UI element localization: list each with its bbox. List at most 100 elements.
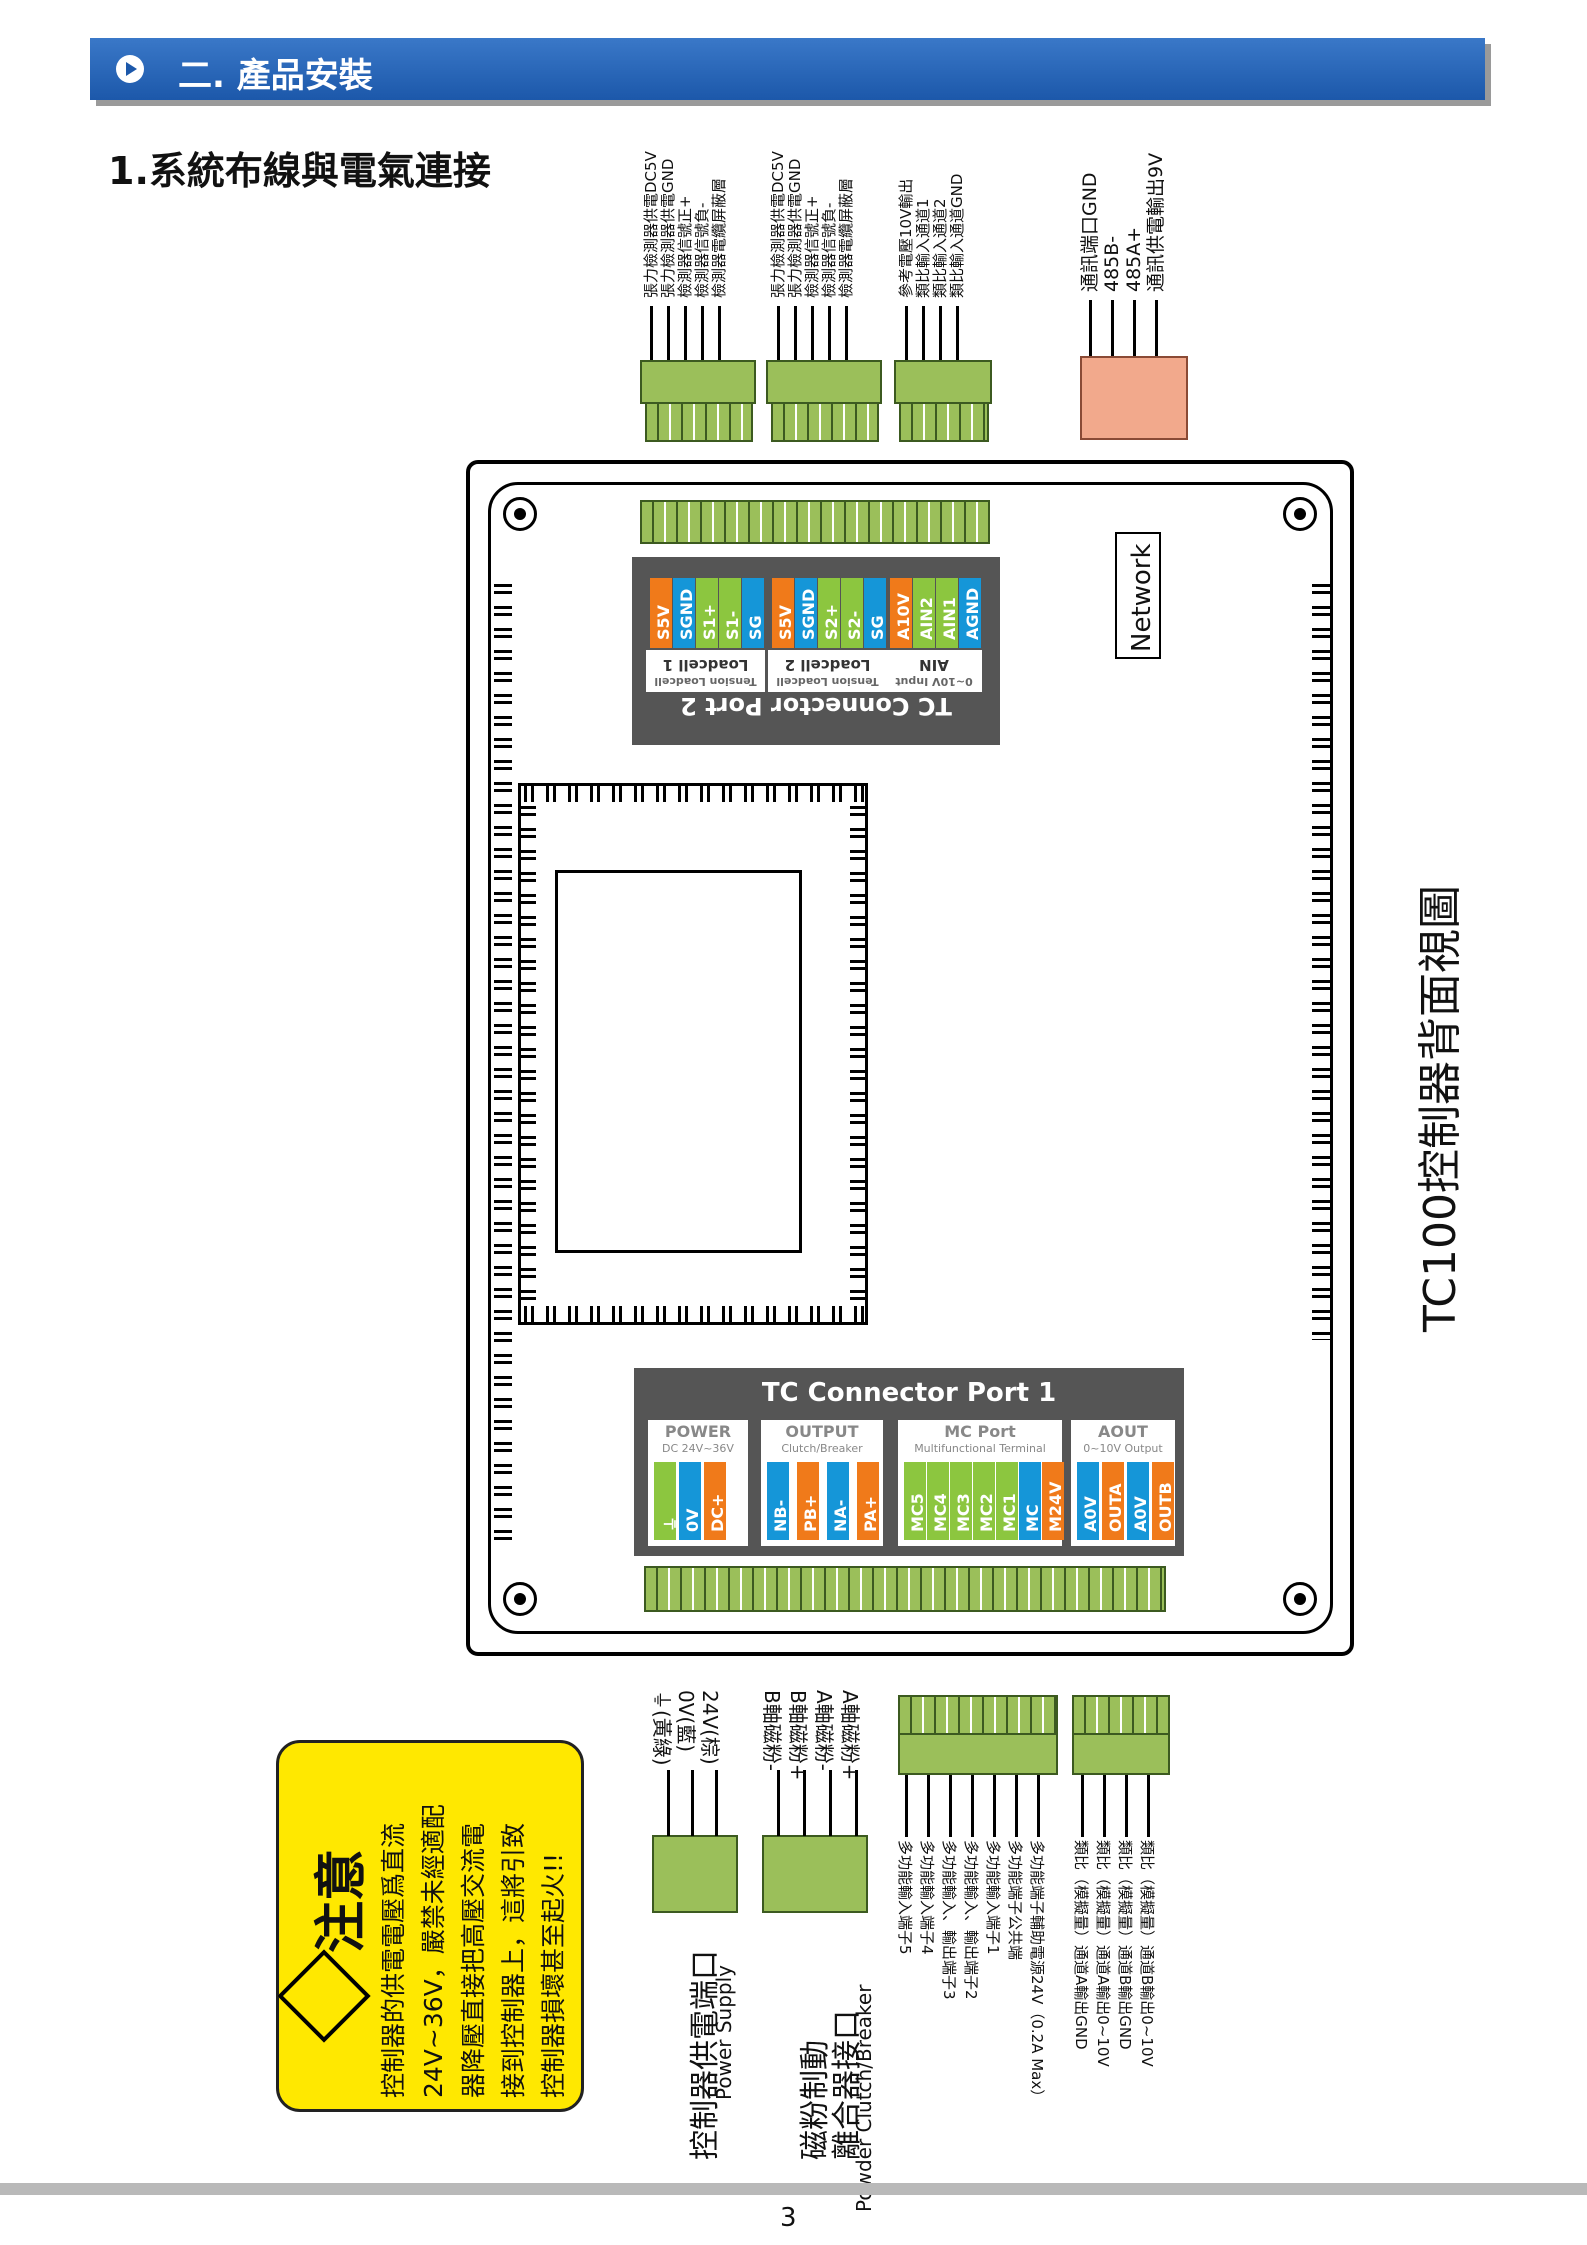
wire xyxy=(905,306,908,370)
port2-pin: SGND xyxy=(673,578,696,648)
wire xyxy=(1133,300,1136,368)
section-header-bar: 二. 產品安裝 xyxy=(90,38,1485,100)
port2-pin-label: SGND xyxy=(677,588,696,640)
body-connector-bottom xyxy=(644,1566,1166,1612)
port2-pin-label: S5V xyxy=(776,604,795,640)
wire xyxy=(718,306,721,370)
mount-hole-icon xyxy=(1283,497,1317,531)
top-label-loadcell1: 檢測器信號正+ xyxy=(676,195,694,298)
top-label-loadcell2: 檢測器電纜屏蔽層 xyxy=(837,177,855,298)
network-label-text: Network xyxy=(1127,543,1157,652)
top-label-loadcell1: 張力檢測器供電DC5V xyxy=(642,151,660,298)
port1-pin: 0V xyxy=(679,1462,702,1540)
wire xyxy=(1015,1775,1018,1837)
vent-top-inner xyxy=(520,786,866,802)
port1-pin: A0V xyxy=(1077,1462,1100,1540)
top-label-loadcell2: 檢測器信號負- xyxy=(820,202,838,298)
vent-frame-right xyxy=(850,802,866,1302)
port2-pin: SG xyxy=(864,578,887,648)
port2-pin: AIN1 xyxy=(936,578,959,648)
warning-line: 24V~36V，嚴禁未經適配 xyxy=(419,1804,448,2098)
port1-pin: DC+ xyxy=(704,1462,727,1540)
port2-pin-label: AIN1 xyxy=(940,597,959,640)
diagram-title: TC100控制器背面視圖 xyxy=(1415,884,1466,1332)
arrow-circle-icon xyxy=(116,55,144,83)
controller-inner-outline xyxy=(488,482,1333,1634)
port2-pin-label: S5V xyxy=(654,604,673,640)
terminal-block-output xyxy=(762,1835,868,1913)
port1-pin-label: NA- xyxy=(831,1499,850,1532)
wire xyxy=(777,306,780,370)
terminal-block-ain xyxy=(894,360,992,404)
port2-pin: S5V xyxy=(772,578,795,648)
controller-body-outline xyxy=(466,460,1354,1656)
port1-pin-label: MC xyxy=(1023,1504,1042,1532)
wire xyxy=(691,1770,694,1836)
bottom-label-aout: 類比（模擬量）通道B輸出GND xyxy=(1116,1840,1134,2050)
port1-group-name: POWER xyxy=(664,1422,732,1441)
port2-pin: AIN2 xyxy=(913,578,936,648)
port1-pin: OUTA xyxy=(1102,1462,1125,1540)
port1-pin: PB+ xyxy=(797,1462,820,1540)
wire xyxy=(905,1775,908,1837)
port2-pin-label: SG xyxy=(746,615,765,640)
port1-pin-label: A0V xyxy=(1081,1496,1100,1532)
wire xyxy=(1147,1775,1150,1837)
wire xyxy=(855,1770,858,1836)
port1-pin-label: OUTB xyxy=(1156,1482,1175,1532)
top-label-comm: 485A+ xyxy=(1123,226,1145,292)
bottom-label-aout: 類比（模擬量）通道B輸出0~10V xyxy=(1138,1840,1156,2067)
vent-right xyxy=(1312,580,1330,1340)
wire xyxy=(667,306,670,370)
port1-pin-label: M24V xyxy=(1046,1481,1065,1532)
wire xyxy=(829,1770,832,1836)
wire xyxy=(922,306,925,370)
warning-line: 接到控制器上，這將引致 xyxy=(499,1822,528,2098)
port2-group-name: Loadcell 2 xyxy=(784,656,871,674)
top-label-ain: 類比輸入通道GND xyxy=(948,173,966,298)
port1-pin: MC2 xyxy=(973,1462,996,1540)
section-title: 1.系統布線與電氣連接 xyxy=(108,149,491,193)
bottom-label-output: B軸磁粉+ xyxy=(786,1690,810,1781)
terminal-pins-aout-top xyxy=(1072,1695,1170,1735)
port1-title: TC Connector Port 1 xyxy=(761,1378,1057,1408)
top-label-loadcell1: 檢測器信號負- xyxy=(693,202,711,298)
port2-pin: AGND xyxy=(959,578,982,648)
port2-pin-label: S1+ xyxy=(700,603,719,640)
port2-group-sub: Tension Loadcell xyxy=(776,675,879,688)
wire xyxy=(993,1775,996,1837)
port2-pin-label: S2+ xyxy=(822,603,841,640)
bottom-label-mc: 多功能輸入、輸出端子3 xyxy=(940,1840,958,2000)
wire xyxy=(949,1775,952,1837)
bottom-label-power: 24V(棕) xyxy=(698,1690,722,1765)
port2-group-name: Loadcell 1 xyxy=(662,656,749,674)
terminal-pins-loadcell1 xyxy=(645,402,753,442)
port1-pin: MC4 xyxy=(927,1462,950,1540)
port2-pin-label: AGND xyxy=(963,587,982,640)
section-header-title: 二. 產品安裝 xyxy=(178,56,373,96)
wire xyxy=(650,306,653,370)
port2-title: TC Connector Port 2 xyxy=(680,692,952,720)
wire xyxy=(1155,300,1158,368)
port2-pin: SG xyxy=(742,578,765,648)
vent-frame-left xyxy=(520,802,536,1302)
top-label-comm: 通訊端口GND xyxy=(1079,172,1101,292)
port2-pin: A10V xyxy=(890,578,913,648)
port1-pin-label: MC4 xyxy=(931,1493,950,1532)
port1-pin-label: NB- xyxy=(771,1499,790,1532)
top-label-ain: 參考電壓10V輸出 xyxy=(897,178,915,298)
mount-hole-icon xyxy=(503,1582,537,1616)
port1-group-sub: 0~10V Output xyxy=(1083,1442,1163,1455)
port2-pin: S1+ xyxy=(696,578,719,648)
port2-pin-label: S1- xyxy=(723,610,742,640)
wire xyxy=(777,1770,780,1836)
wire xyxy=(701,306,704,370)
port2-group-name: AIN xyxy=(919,656,949,674)
port1-pin: MC1 xyxy=(996,1462,1019,1540)
port2-pin-label: A10V xyxy=(894,592,913,640)
bottom-label-mc: 多功能輸入端子1 xyxy=(984,1840,1002,1955)
port1-pin-label: MC5 xyxy=(908,1493,927,1532)
terminal-block-mc xyxy=(898,1733,1058,1775)
